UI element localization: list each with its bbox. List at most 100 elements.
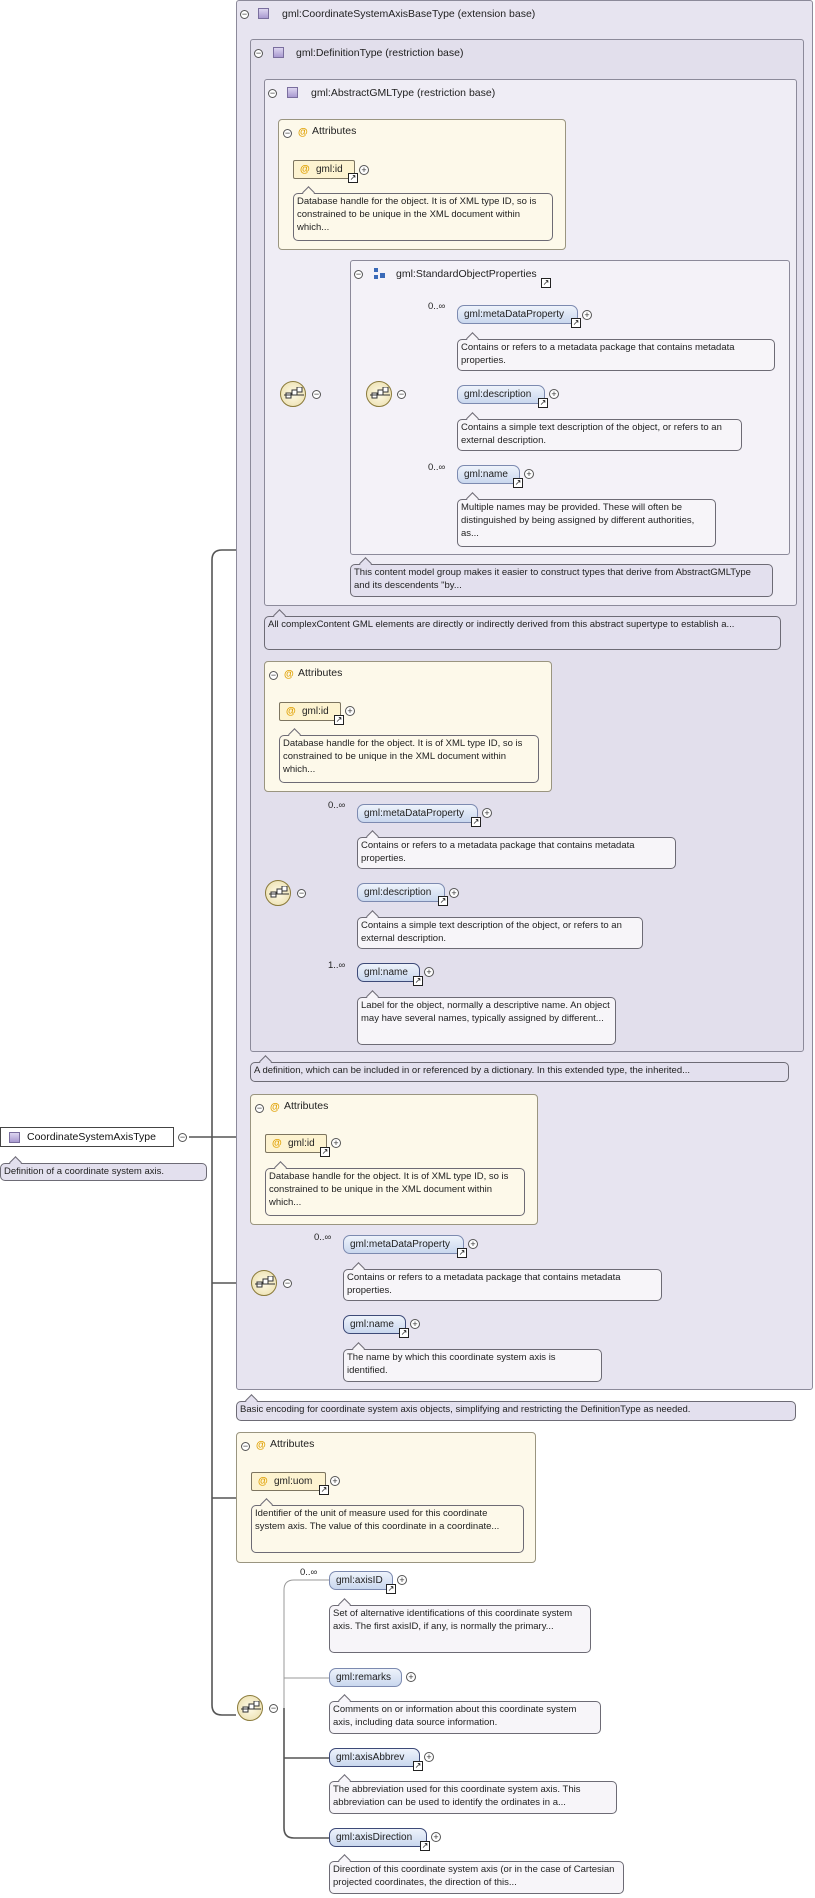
abstract-gml-type-kind: (restriction base)	[417, 87, 496, 99]
std-props-title[interactable]: gml:StandardObjectProperties	[396, 268, 537, 280]
collapse-minus-icon[interactable]: −	[178, 1132, 187, 1142]
element-gml-remarks[interactable]: gml:remarks	[329, 1668, 402, 1687]
uom-documentation: Identifier of the unit of measure used f…	[251, 1505, 524, 1553]
abstract-gml-type-documentation: All complexContent GML elements are dire…	[264, 616, 781, 650]
expand-plus-icon[interactable]: +	[406, 1672, 416, 1682]
element-documentation: Comments on or information about this co…	[329, 1701, 601, 1734]
link-arrow-icon[interactable]: ↗	[399, 1328, 409, 1338]
link-arrow-icon[interactable]: ↗	[438, 896, 448, 906]
collapse-minus-icon[interactable]: −	[283, 1278, 292, 1288]
element-gml-description[interactable]: gml:description	[357, 883, 445, 902]
link-arrow-icon[interactable]: ↗	[334, 715, 344, 725]
sequence-compositor-icon[interactable]	[265, 880, 291, 906]
attribute-icon: @	[258, 1476, 268, 1487]
element-documentation: Contains or refers to a metadata package…	[357, 837, 676, 869]
expand-plus-icon[interactable]: +	[397, 1575, 407, 1585]
element-gml-axisid[interactable]: gml:axisID	[329, 1571, 393, 1590]
expand-plus-icon[interactable]: +	[424, 967, 434, 977]
collapse-minus-icon[interactable]: −	[269, 1703, 278, 1713]
attribute-gml-id[interactable]: @ gml:id	[293, 160, 355, 179]
complex-type-icon	[273, 47, 284, 58]
expand-plus-icon[interactable]: +	[330, 1476, 340, 1486]
gml-id-documentation: Database handle for the object. It is of…	[279, 735, 539, 783]
expand-plus-icon[interactable]: +	[345, 706, 355, 716]
link-arrow-icon[interactable]: ↗	[457, 1248, 467, 1258]
sequence-compositor-icon[interactable]	[237, 1695, 263, 1721]
collapse-minus-icon[interactable]: −	[255, 1103, 264, 1113]
link-arrow-icon[interactable]: ↗	[319, 1485, 329, 1495]
occurrence-label: 0..∞	[428, 462, 446, 473]
occurrence-label: 1..∞	[328, 960, 346, 971]
expand-plus-icon[interactable]: +	[524, 469, 534, 479]
expand-plus-icon[interactable]: +	[582, 310, 592, 320]
attributes-label: Attributes	[284, 1100, 329, 1112]
root-documentation: Definition of a coordinate system axis.	[0, 1163, 207, 1181]
link-arrow-icon[interactable]: ↗	[538, 398, 548, 408]
link-arrow-icon[interactable]: ↗	[471, 817, 481, 827]
collapse-minus-icon[interactable]: −	[254, 48, 263, 58]
collapse-minus-icon[interactable]: −	[240, 9, 249, 19]
link-arrow-icon[interactable]: ↗	[413, 1761, 423, 1771]
occurrence-label: 0..∞	[328, 800, 346, 811]
element-documentation: Set of alternative identifications of th…	[329, 1605, 591, 1653]
base-type-title[interactable]: gml:CoordinateSystemAxisBaseType (extens…	[282, 8, 535, 20]
attribute-gml-uom[interactable]: @ gml:uom	[251, 1472, 326, 1491]
expand-plus-icon[interactable]: +	[431, 1832, 441, 1842]
element-gml-name[interactable]: gml:name	[343, 1315, 406, 1334]
root-element-coordinatesystemaxistype[interactable]: CoordinateSystemAxisType	[0, 1127, 174, 1147]
attributes-label: Attributes	[298, 667, 343, 679]
collapse-minus-icon[interactable]: −	[312, 389, 321, 399]
expand-plus-icon[interactable]: +	[359, 165, 369, 175]
expand-plus-icon[interactable]: +	[331, 1138, 341, 1148]
sequence-compositor-icon[interactable]	[366, 381, 392, 407]
collapse-minus-icon[interactable]: −	[397, 389, 406, 399]
link-arrow-icon[interactable]: ↗	[348, 173, 358, 183]
expand-plus-icon[interactable]: +	[424, 1752, 434, 1762]
attribute-gml-id[interactable]: @ gml:id	[265, 1134, 327, 1153]
attribute-icon: @	[300, 164, 310, 175]
element-gml-metadataproperty[interactable]: gml:metaDataProperty	[343, 1235, 464, 1254]
element-documentation: Contains a simple text description of th…	[357, 917, 643, 949]
expand-plus-icon[interactable]: +	[468, 1239, 478, 1249]
expand-plus-icon[interactable]: +	[410, 1319, 420, 1329]
link-arrow-icon[interactable]: ↗	[571, 318, 581, 328]
attribute-icon: @	[284, 669, 294, 680]
collapse-minus-icon[interactable]: −	[297, 888, 306, 898]
link-arrow-icon[interactable]: ↗	[513, 478, 523, 488]
occurrence-label: 0..∞	[314, 1232, 332, 1243]
element-gml-metadataproperty[interactable]: gml:metaDataProperty	[457, 305, 578, 324]
collapse-minus-icon[interactable]: −	[354, 269, 363, 279]
element-gml-metadataproperty[interactable]: gml:metaDataProperty	[357, 804, 478, 823]
collapse-minus-icon[interactable]: −	[269, 670, 278, 680]
root-element-name: CoordinateSystemAxisType	[27, 1131, 156, 1143]
definition-type-title[interactable]: gml:DefinitionType (restriction base)	[296, 47, 464, 59]
link-arrow-icon[interactable]: ↗	[386, 1584, 396, 1594]
attribute-gml-id[interactable]: @ gml:id	[279, 702, 341, 721]
attribute-name: gml:id	[288, 1138, 315, 1149]
gml-id-documentation: Database handle for the object. It is of…	[293, 193, 553, 241]
abstract-gml-type-title[interactable]: gml:AbstractGMLType (restriction base)	[311, 87, 495, 99]
expand-plus-icon[interactable]: +	[449, 888, 459, 898]
collapse-minus-icon[interactable]: −	[283, 128, 292, 138]
link-arrow-icon[interactable]: ↗	[541, 278, 551, 288]
link-arrow-icon[interactable]: ↗	[320, 1147, 330, 1157]
element-gml-axisabbrev[interactable]: gml:axisAbbrev	[329, 1748, 420, 1767]
attribute-icon: @	[298, 127, 308, 138]
element-gml-name[interactable]: gml:name	[357, 963, 420, 982]
complex-type-icon	[258, 8, 269, 19]
collapse-minus-icon[interactable]: −	[241, 1441, 250, 1451]
expand-plus-icon[interactable]: +	[549, 389, 559, 399]
definition-type-kind: (restriction base)	[385, 47, 464, 59]
collapse-minus-icon[interactable]: −	[268, 88, 277, 98]
link-arrow-icon[interactable]: ↗	[413, 976, 423, 986]
link-arrow-icon[interactable]: ↗	[420, 1841, 430, 1851]
sequence-compositor-icon[interactable]	[251, 1270, 277, 1296]
element-gml-description[interactable]: gml:description	[457, 385, 545, 404]
element-documentation: Contains or refers to a metadata package…	[343, 1269, 662, 1301]
element-gml-axisdirection[interactable]: gml:axisDirection	[329, 1828, 427, 1847]
expand-plus-icon[interactable]: +	[482, 808, 492, 818]
sequence-compositor-icon[interactable]	[280, 381, 306, 407]
element-gml-name[interactable]: gml:name	[457, 465, 520, 484]
element-documentation: Direction of this coordinate system axis…	[329, 1861, 624, 1894]
base-type-kind: (extension base)	[457, 8, 536, 20]
